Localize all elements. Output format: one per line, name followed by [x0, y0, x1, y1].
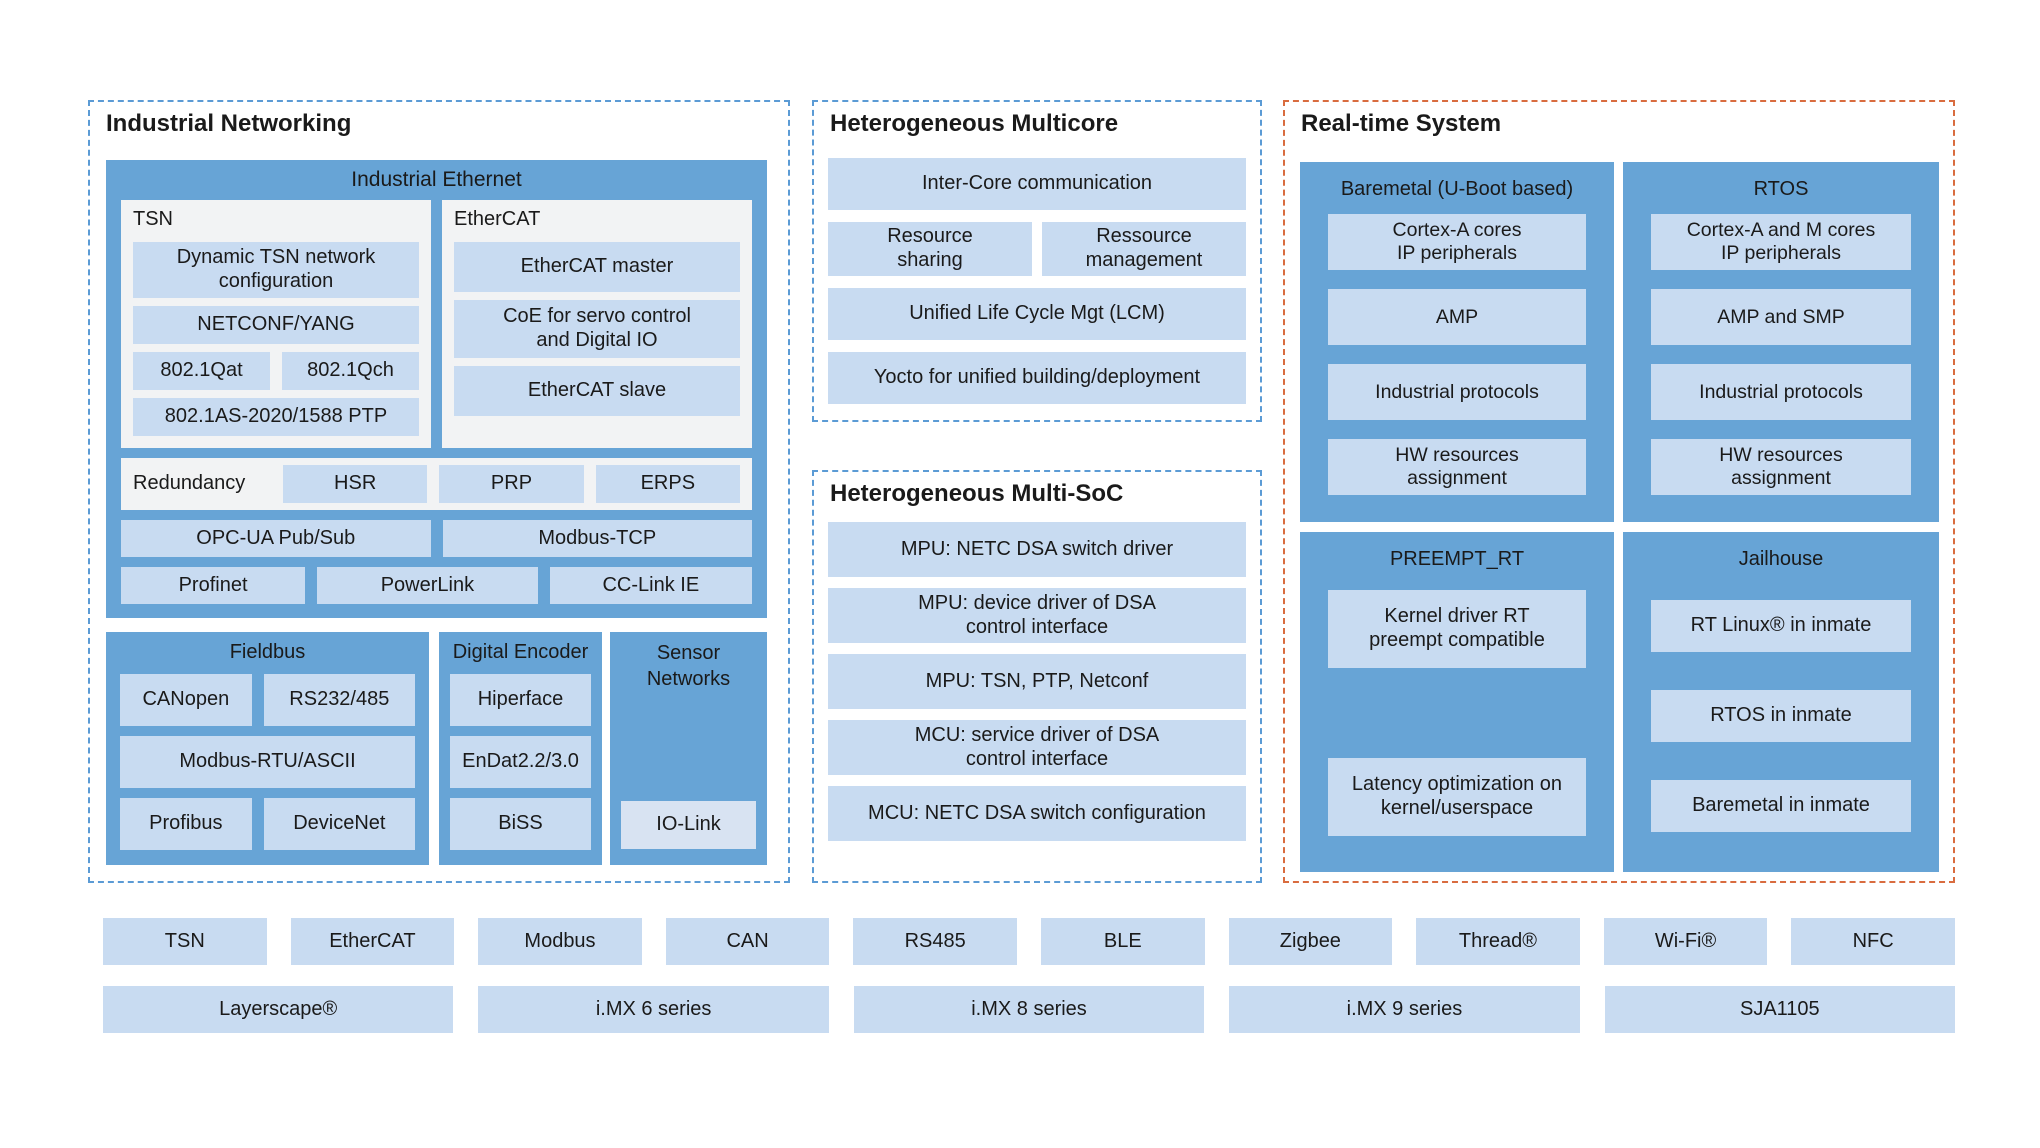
chip-802-1qat: 802.1Qat — [133, 352, 270, 390]
chip-endat: EnDat2.2/3.0 — [450, 736, 591, 788]
chip-devicenet: DeviceNet — [263, 798, 415, 850]
industrial-ethernet-header: Industrial Ethernet — [351, 168, 522, 191]
chip-mpu-device-driver-dsa: MPU: device driver of DSA control interf… — [828, 588, 1246, 643]
preempt-rt-panel: PREEMPT_RT Kernel driver RT preempt comp… — [1300, 532, 1614, 872]
chip-erps: ERPS — [595, 464, 740, 503]
redundancy-label: Redundancy — [133, 472, 246, 495]
chip-rs485: RS485 — [853, 918, 1017, 965]
chip-mcu-service-driver-dsa: MCU: service driver of DSA control inter… — [828, 720, 1246, 775]
chip-opc-ua-pub-sub: OPC-UA Pub/Sub — [121, 519, 431, 557]
chip-industrial-protocols-rtos: Industrial protocols — [1651, 364, 1911, 420]
rtos-panel: RTOS Cortex-A and M cores IP peripherals… — [1623, 162, 1939, 522]
chip-ethercat-slave: EtherCAT slave — [454, 366, 740, 416]
heterogeneous-multicore-title: Heterogeneous Multicore — [830, 110, 1119, 137]
heterogeneous-multisoc-section: Heterogeneous Multi-SoC MPU: NETC DSA sw… — [812, 470, 1262, 883]
realtime-system-title: Real-time System — [1301, 110, 1502, 137]
ethercat-label: EtherCAT — [454, 207, 541, 230]
chip-modbus-tcp: Modbus-TCP — [442, 519, 752, 557]
chip-rs232-485: RS232/485 — [263, 674, 415, 726]
chip-ressource-management: Ressource management — [1042, 222, 1246, 276]
digital-encoder-header: Digital Encoder — [452, 640, 589, 663]
protocol-chip-row: TSN EtherCAT Modbus CAN RS485 BLE Zigbee… — [103, 918, 1955, 965]
industrial-networking-title: Industrial Networking — [106, 110, 352, 137]
chip-biss: BiSS — [450, 798, 591, 850]
redundancy-panel: Redundancy HSR PRP ERPS — [121, 458, 752, 510]
baremetal-header: Baremetal (U-Boot based) — [1340, 177, 1574, 200]
chip-prp: PRP — [439, 464, 584, 503]
chip-profibus: Profibus — [120, 798, 252, 850]
chip-rt-linux-in-inmate: RT Linux® in inmate — [1651, 600, 1911, 652]
sensor-networks-header: Sensor Networks — [646, 642, 731, 690]
chip-hsr: HSR — [283, 464, 428, 503]
chip-mcu-netc-dsa-switch-configuration: MCU: NETC DSA switch configuration — [828, 786, 1246, 841]
chip-ble: BLE — [1040, 918, 1205, 965]
chip-dynamic-tsn-network-configuration: Dynamic TSN network configuration — [133, 242, 419, 298]
chip-can: CAN — [665, 918, 830, 965]
chip-imx9-series: i.MX 9 series — [1229, 986, 1580, 1033]
chip-latency-optimization: Latency optimization on kernel/userspace — [1328, 758, 1586, 836]
ethercat-panel: EtherCAT EtherCAT master CoE for servo c… — [442, 200, 752, 448]
chip-resource-sharing: Resource sharing — [828, 222, 1032, 276]
chip-cortex-a-and-m-cores-ip-peripherals: Cortex-A and M cores IP peripherals — [1651, 214, 1911, 270]
chip-hw-resources-assignment-baremetal: HW resources assignment — [1328, 439, 1586, 495]
chip-ethercat-master: EtherCAT master — [454, 242, 740, 292]
jailhouse-header: Jailhouse — [1738, 547, 1824, 570]
industrial-ethernet-block: Industrial Ethernet TSN Dynamic TSN netw… — [106, 160, 767, 618]
sensor-networks-block: Sensor Networks IO-Link — [610, 632, 767, 865]
chip-unified-lcm: Unified Life Cycle Mgt (LCM) — [828, 288, 1246, 340]
chip-rtos-in-inmate: RTOS in inmate — [1651, 690, 1911, 742]
chip-802-1qch: 802.1Qch — [282, 352, 419, 390]
chip-io-link: IO-Link — [621, 801, 756, 849]
jailhouse-panel: Jailhouse RT Linux® in inmate RTOS in in… — [1623, 532, 1939, 872]
industrial-ethernet-body: TSN Dynamic TSN network configuration NE… — [106, 200, 767, 618]
digital-encoder-block: Digital Encoder Hiperface EnDat2.2/3.0 B… — [439, 632, 602, 865]
chip-hw-resources-assignment-rtos: HW resources assignment — [1651, 439, 1911, 495]
fieldbus-header: Fieldbus — [229, 640, 306, 663]
chip-mpu-netc-dsa-switch-driver: MPU: NETC DSA switch driver — [828, 522, 1246, 577]
chip-ethercat: EtherCAT — [290, 918, 455, 965]
chip-amp-and-smp: AMP and SMP — [1651, 289, 1911, 345]
chip-yocto: Yocto for unified building/deployment — [828, 352, 1246, 404]
chip-kernel-driver-rt-preempt-compatible: Kernel driver RT preempt compatible — [1328, 590, 1586, 668]
chip-tsn: TSN — [103, 918, 267, 965]
hardware-chip-row: Layerscape® i.MX 6 series i.MX 8 series … — [103, 986, 1956, 1033]
chip-industrial-protocols-baremetal: Industrial protocols — [1328, 364, 1586, 420]
chip-baremetal-in-inmate: Baremetal in inmate — [1651, 780, 1911, 832]
chip-cc-link-ie: CC-Link IE — [549, 566, 752, 604]
chip-hiperface: Hiperface — [450, 674, 591, 726]
chip-profinet: Profinet — [121, 566, 306, 604]
tsn-label: TSN — [133, 207, 173, 230]
chip-802-1as-2020-1588-ptp: 802.1AS-2020/1588 PTP — [133, 398, 419, 436]
heterogeneous-multisoc-title: Heterogeneous Multi-SoC — [830, 480, 1124, 507]
chip-cortex-a-cores-ip-peripherals: Cortex-A cores IP peripherals — [1328, 214, 1586, 270]
chip-modbus-rtu-ascii: Modbus-RTU/ASCII — [120, 736, 415, 788]
fieldbus-block: Fieldbus CANopen RS232/485 Modbus-RTU/AS… — [106, 632, 429, 865]
chip-modbus: Modbus — [478, 918, 642, 965]
chip-thread: Thread® — [1416, 918, 1580, 965]
chip-zigbee: Zigbee — [1228, 918, 1393, 965]
chip-amp: AMP — [1328, 289, 1586, 345]
chip-coe-for-servo-control: CoE for servo control and Digital IO — [454, 300, 740, 358]
chip-netconf-yang: NETCONF/YANG — [133, 306, 419, 344]
chip-nfc: NFC — [1791, 918, 1955, 965]
realtime-system-section: Real-time System Baremetal (U-Boot based… — [1283, 100, 1955, 883]
baremetal-panel: Baremetal (U-Boot based) Cortex-A cores … — [1300, 162, 1614, 522]
chip-imx6-series: i.MX 6 series — [478, 986, 829, 1033]
chip-layerscape: Layerscape® — [103, 986, 454, 1033]
chip-imx8-series: i.MX 8 series — [853, 986, 1205, 1033]
chip-powerlink: PowerLink — [317, 566, 538, 604]
heterogeneous-multicore-section: Heterogeneous Multicore Inter-Core commu… — [812, 100, 1262, 422]
chip-inter-core-communication: Inter-Core communication — [828, 158, 1246, 210]
chip-wifi: Wi-Fi® — [1603, 918, 1768, 965]
chip-sja1105: SJA1105 — [1604, 986, 1956, 1033]
tsn-panel: TSN Dynamic TSN network configuration NE… — [121, 200, 431, 448]
rtos-header: RTOS — [1753, 177, 1809, 200]
preempt-rt-header: PREEMPT_RT — [1389, 547, 1525, 570]
chip-canopen: CANopen — [120, 674, 252, 726]
chip-mpu-tsn-ptp-netconf: MPU: TSN, PTP, Netconf — [828, 654, 1246, 709]
industrial-networking-section: Industrial Networking Industrial Etherne… — [88, 100, 790, 883]
